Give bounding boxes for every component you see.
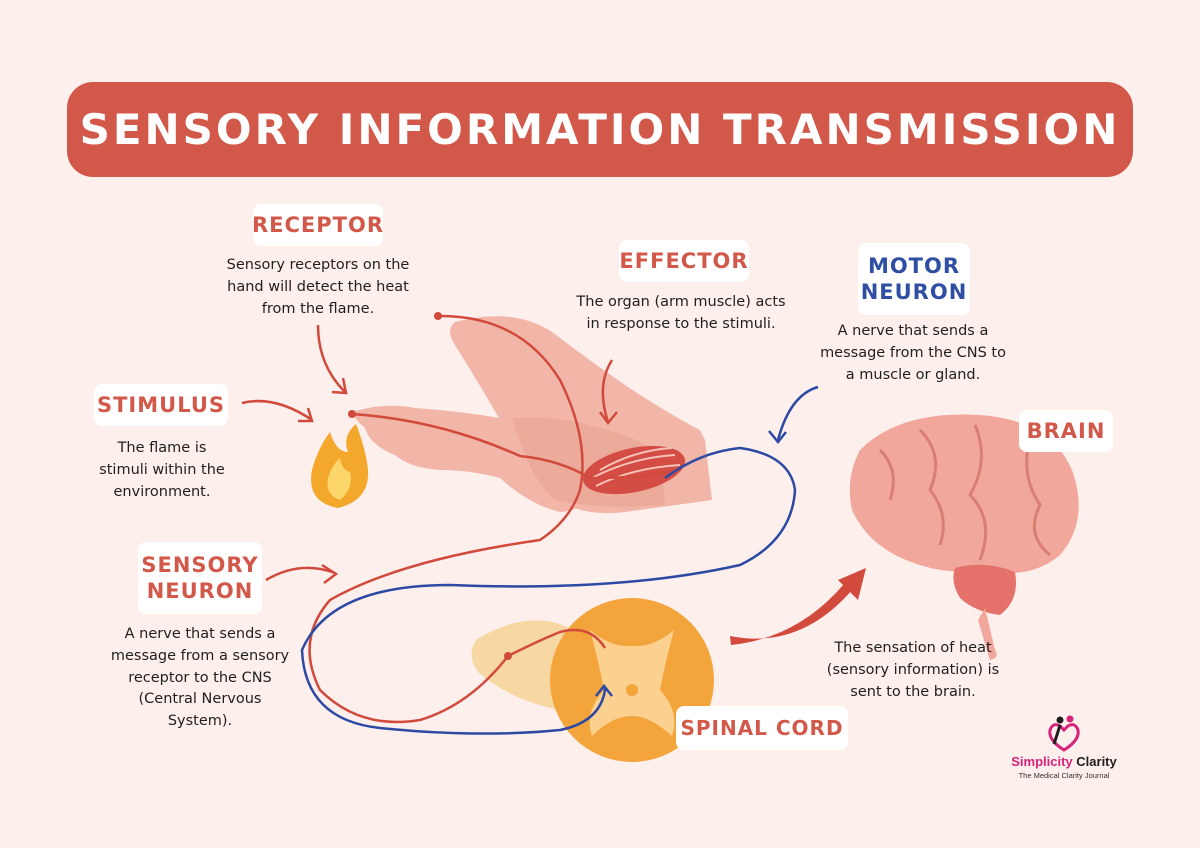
brain-label: BRAIN	[1019, 410, 1113, 452]
spinal-cord-label: SPINAL CORD	[676, 706, 848, 750]
receptor-label: RECEPTOR	[252, 204, 383, 246]
page-title: Sensory Information Transmission	[79, 105, 1121, 154]
stimulus-arrow	[241, 399, 314, 423]
spinal-cord-illustration	[471, 598, 714, 762]
flame-icon	[311, 424, 369, 508]
receptor-description: Sensory receptors on the hand will detec…	[226, 257, 410, 317]
brain-description: The sensation of heat (sensory informati…	[826, 640, 1000, 700]
motor-neuron-path	[300, 446, 797, 735]
muscle-illustration	[582, 445, 686, 495]
effector-label: EFFECTOR	[619, 240, 749, 282]
motor-neuron-label: MOTOR NEURON	[858, 243, 970, 315]
effector-arrow	[598, 359, 618, 426]
logo-heart-icon	[1048, 715, 1080, 752]
motor-neuron-arrow	[768, 385, 819, 444]
logo-name: Simplicity Clarity	[1011, 754, 1117, 769]
stimulus-description: The flame is stimuli within the environm…	[99, 440, 225, 500]
receptor-arrow	[316, 324, 348, 395]
effector-description: The organ (arm muscle) acts in response …	[576, 294, 786, 332]
brain-illustration	[849, 414, 1079, 660]
simplicity-clarity-logo: Simplicity Clarity The Medical Clarity J…	[1004, 714, 1124, 784]
motor-neuron-description: A nerve that sends a message from the CN…	[820, 323, 1006, 383]
brain-arrow	[730, 568, 866, 645]
sensory-neuron-arrow	[265, 563, 339, 584]
sensory-neuron-label: SENSORY NEURON	[138, 542, 262, 614]
stimulus-label: STIMULUS	[94, 384, 228, 426]
title-banner: Sensory Information Transmission	[67, 82, 1133, 177]
sensory-neuron-description: A nerve that sends a message from a sens…	[110, 626, 290, 729]
logo-tagline: The Medical Clarity Journal	[1018, 771, 1110, 780]
